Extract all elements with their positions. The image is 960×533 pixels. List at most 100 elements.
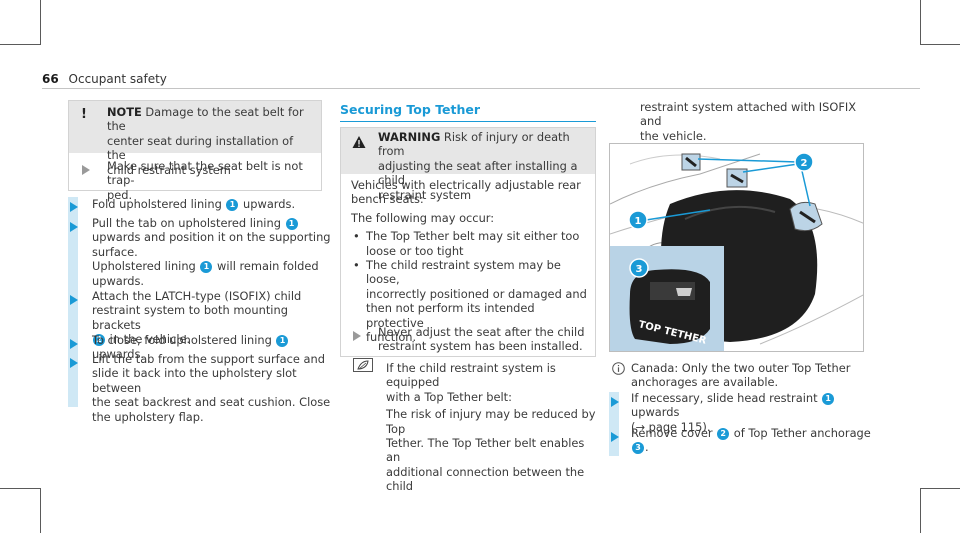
warning-header: WARNING Risk of injury or death from adj…	[341, 128, 595, 202]
continued-text: restraint system attached with ISOFIX an…	[640, 100, 880, 143]
info-icon	[612, 362, 625, 375]
note-step: Make sure that the seat belt is not trap…	[107, 159, 312, 202]
callout-1: 1	[635, 216, 642, 227]
bullet-item: The Top Tether belt may sit either toolo…	[351, 229, 589, 258]
step-text: To close, fold upholstered lining	[92, 333, 272, 347]
crop-mark	[40, 488, 41, 533]
crop-mark	[921, 44, 960, 45]
callout-badge-2: 2	[717, 428, 730, 440]
step-text: Lift the tab from the support surface an…	[92, 352, 325, 366]
env-text: The risk of injury may be reduced by Top	[386, 407, 596, 436]
note-header: ! NOTE Damage to the seat belt for the c…	[69, 101, 321, 177]
warning-head-text: WARNING Risk of injury or death from adj…	[378, 130, 588, 202]
page-reference-link[interactable]: (→ page 115).	[631, 419, 711, 434]
info-line: Canada: Only the two outer Top Tether	[631, 361, 851, 375]
warning-body: Vehicles with electrically adjustable re…	[351, 178, 589, 344]
step-slide-head-restraint: If necessary, slide head restraint 1 upw…	[631, 391, 876, 434]
bullet-text: incorrectly positioned or damaged and	[366, 286, 587, 301]
step-text: upwards.	[92, 273, 145, 288]
step-arrow-icon	[353, 331, 361, 341]
step-text: Upholstered lining	[92, 259, 196, 274]
step-arrow-icon	[70, 339, 78, 349]
crop-mark	[0, 488, 40, 489]
warning-label: WARNING	[378, 130, 441, 144]
bullet-text: loose or too tight	[366, 243, 464, 258]
info-note: Canada: Only the two outer Top Tether an…	[631, 361, 876, 390]
step-text: will remain folded	[217, 259, 319, 274]
warning-step-line: Never adjust the seat after the child	[378, 325, 585, 339]
callout-badge-3: 3	[632, 442, 644, 455]
step-text: upwards.	[243, 197, 296, 211]
crop-mark	[920, 488, 921, 533]
step-text: upwards	[631, 405, 680, 420]
step-arrow-icon	[70, 222, 78, 232]
crop-mark	[0, 44, 40, 45]
step-text: of Top Tether anchorage	[733, 426, 871, 440]
step-text: the upholstery flap.	[92, 409, 204, 424]
illustration-graphic: TOP TETHER 2 1 3	[610, 144, 863, 351]
step-text: upwards and position it on the supportin…	[92, 230, 331, 245]
section-rule	[340, 121, 596, 122]
warning-text: Vehicles with electrically adjustable re…	[351, 178, 581, 192]
env-text: Tether. The Top Tether belt enables an	[386, 436, 585, 465]
note-box: ! NOTE Damage to the seat belt for the c…	[68, 100, 322, 202]
environment-note: If the child restraint system is equippe…	[386, 361, 596, 497]
warning-line: adjusting the seat after installing a ch…	[378, 158, 578, 188]
page-header: 66 Occupant safety	[42, 72, 167, 86]
step-text: Attach the LATCH-type (ISOFIX) child	[92, 289, 302, 303]
exclamation-icon: !	[81, 107, 87, 122]
warning-text: The following may occur:	[351, 210, 495, 225]
bullet-text: function.	[366, 330, 417, 345]
step-lift-tab: Lift the tab from the support surface an…	[92, 352, 332, 424]
step-arrow-icon	[611, 397, 619, 407]
env-text: If the child restraint system is equippe…	[386, 361, 556, 390]
bullet-item: The child restraint system may be loose,…	[351, 258, 589, 344]
crop-mark	[921, 488, 960, 489]
step-text: Fold upholstered lining	[92, 197, 222, 211]
step-text: the seat backrest and seat cushion. Clos…	[92, 395, 331, 410]
note-line: Damage to the seat belt for the	[107, 105, 304, 134]
note-step-line: ped.	[107, 187, 133, 202]
callout-3: 3	[636, 264, 643, 275]
callout-2: 2	[801, 158, 808, 169]
warning-text: bench seats:	[351, 192, 424, 207]
callout-badge-2: 2	[93, 334, 105, 347]
step-text: If necessary, slide head restraint	[631, 391, 818, 405]
crop-mark	[40, 0, 41, 45]
step-fold-lining: Fold upholstered lining 1 upwards.	[92, 197, 332, 211]
continued-line: the vehicle.	[640, 128, 707, 143]
page-title: Occupant safety	[68, 72, 167, 86]
callout-badge-1: 1	[822, 393, 835, 405]
step-arrow-icon	[70, 295, 78, 305]
callout-badge-1: 1	[226, 199, 239, 211]
continued-line: restraint system attached with ISOFIX an…	[640, 100, 857, 129]
callout-badge-1: 1	[276, 335, 289, 347]
step-attach-latch: Attach the LATCH-type (ISOFIX) child res…	[92, 289, 332, 347]
note-label: NOTE	[107, 105, 142, 119]
step-pull-tab: Pull the tab on upholstered lining 1 upw…	[92, 216, 332, 288]
step-arrow-icon	[611, 432, 619, 442]
env-text: additional connection between the child	[386, 464, 585, 494]
note-line: center seat during installation of the	[107, 133, 294, 163]
step-text: Remove cover	[631, 426, 713, 440]
callout-badge-1: 1	[200, 261, 213, 274]
step-text: .	[645, 440, 649, 455]
page-number: 66	[42, 72, 59, 86]
note-line: child restraint system	[107, 162, 231, 177]
bullet-text: then not perform its intended protective	[366, 301, 535, 330]
step-arrow-icon	[70, 202, 78, 212]
step-arrow-icon	[70, 358, 78, 368]
step-text: slide it back into the upholstery slot b…	[92, 366, 297, 395]
bullet-text: The Top Tether belt may sit either too	[366, 229, 580, 244]
step-text: upwards.	[92, 347, 145, 362]
step-text: surface.	[92, 244, 138, 259]
crop-mark	[920, 0, 921, 45]
note-step-line: Make sure that the seat belt is not trap…	[107, 159, 303, 188]
step-bar	[609, 392, 619, 456]
step-close-lining: To close, fold upholstered lining 1 upwa…	[92, 333, 332, 362]
section-title: Securing Top Tether	[340, 102, 481, 117]
callout-badge-1: 1	[285, 218, 298, 230]
top-tether-illustration: TOP TETHER 2 1 3	[609, 143, 864, 352]
warning-triangle-icon	[352, 136, 366, 148]
warning-step: Never adjust the seat after the child re…	[378, 325, 590, 354]
